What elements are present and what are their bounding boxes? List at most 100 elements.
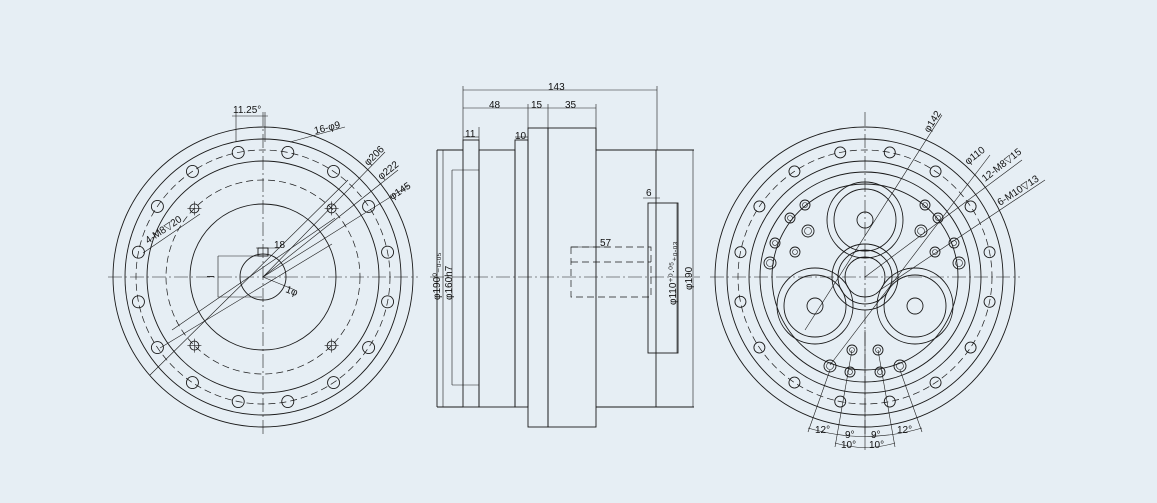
- planet-outer: [776, 267, 854, 345]
- bolt-hole: [150, 341, 164, 355]
- tapped-hole: [872, 344, 884, 356]
- bolt-hole-ring: [131, 145, 395, 409]
- label-od110: φ110⁺⁰·⁰⁵₊₀.₀₃: [668, 241, 679, 305]
- bolt-hole: [362, 199, 376, 213]
- tapped-hole: [844, 366, 856, 378]
- label-57: 57: [600, 238, 612, 249]
- bolt-hole: [983, 295, 996, 308]
- label-d222: φ222: [376, 159, 401, 182]
- bolt-hole: [327, 376, 341, 390]
- tapped-hole: [789, 246, 801, 258]
- tapped-holes: [187, 201, 339, 353]
- bolt-hole: [929, 165, 942, 178]
- label-6: 6: [646, 188, 652, 199]
- label-total-143: 143: [548, 82, 565, 93]
- tapped-hole-thread: [804, 227, 812, 235]
- tapped-hole: [893, 359, 907, 373]
- bolt-hole: [734, 246, 747, 259]
- bolt-hole: [983, 246, 996, 259]
- tapped-hole-thread: [951, 240, 957, 246]
- label-d206: φ206: [362, 144, 387, 168]
- tapped-hole-thread: [787, 215, 793, 221]
- tapped-hole-thread: [922, 202, 928, 208]
- label-35: 35: [565, 100, 577, 111]
- planet-inner: [883, 274, 947, 338]
- planet-bore: [856, 211, 874, 229]
- bolt-hole: [281, 395, 295, 409]
- tapped-hole-thread: [917, 227, 925, 235]
- label-6-m10: 6-M10▽13: [996, 173, 1042, 208]
- bolt-hole: [734, 295, 747, 308]
- bolt-hole: [753, 341, 766, 354]
- tapped-hole: [846, 344, 858, 356]
- label-9-deg-left: 9°: [845, 430, 855, 441]
- tapped-hole-thread: [766, 259, 774, 267]
- bolt-hole-ring-right: [734, 146, 996, 408]
- bolt-hole: [753, 200, 766, 213]
- tapped-hole-thread: [826, 362, 834, 370]
- label-12-deg-right: 12°: [897, 425, 912, 436]
- bolt-hole: [834, 395, 847, 408]
- label-10-deg-left: 10°: [841, 440, 856, 451]
- tapped-hole: [874, 366, 886, 378]
- tapped-hole-thread: [955, 259, 963, 267]
- bolt-hole: [231, 395, 245, 409]
- bolt-hole: [281, 145, 295, 159]
- tapped-hole-thread: [935, 215, 941, 221]
- sun-gear-outer: [831, 243, 899, 311]
- tapped-hole: [952, 256, 966, 270]
- tapped-hole: [784, 212, 796, 224]
- label-d142: φ142: [922, 109, 944, 135]
- bolt-hole: [327, 164, 341, 178]
- tapped-hole: [932, 212, 944, 224]
- side-section-view: [430, 86, 700, 428]
- sun-gear-inner: [837, 249, 893, 305]
- bolt-hole: [185, 376, 199, 390]
- label-16-holes: 16-φ9: [313, 120, 342, 137]
- tapped-hole-thread: [847, 369, 853, 375]
- label-angle-11-25: 11.25°: [233, 105, 261, 116]
- bolt-hole: [788, 376, 801, 389]
- label-od190: φ190: [684, 266, 695, 290]
- planet-outer: [826, 181, 904, 259]
- bolt-hole: [929, 376, 942, 389]
- bolt-hole: [231, 145, 245, 159]
- tapped-hole: [801, 224, 815, 238]
- right-rear-view: [710, 112, 1046, 450]
- tapped-hole: [769, 237, 781, 249]
- bolt-hole: [185, 164, 199, 178]
- label-9-deg-right: 9°: [871, 430, 881, 441]
- tapped-hole-thread: [875, 347, 881, 353]
- bolt-hole: [883, 395, 896, 408]
- tapped-hole-thread: [896, 362, 904, 370]
- bolt-hole: [883, 146, 896, 159]
- label-12-deg-left: 12°: [815, 425, 830, 436]
- bolt-hole: [381, 295, 395, 309]
- planet-inner: [833, 188, 897, 252]
- bolt-hole: [381, 245, 395, 259]
- label-d110: φ110: [963, 145, 988, 168]
- bolt-hole: [964, 200, 977, 213]
- tapped-hole-thread: [792, 249, 798, 255]
- label-10: 10: [515, 131, 527, 142]
- label-11: 11: [465, 129, 476, 140]
- tapped-hole-thread: [849, 347, 855, 353]
- tapped-hole: [948, 237, 960, 249]
- tapped-hole: [823, 359, 837, 373]
- planet-outer: [876, 267, 954, 345]
- bolt-hole: [964, 341, 977, 354]
- label-key-side: I: [206, 275, 217, 278]
- label-key-18: 18: [274, 240, 286, 251]
- tapped-hole-thread: [877, 369, 883, 375]
- tapped-hole: [919, 199, 931, 211]
- sun-gear-bore: [844, 256, 886, 298]
- label-10-deg-right: 10°: [869, 440, 884, 451]
- tapped-hole-thread: [802, 202, 808, 208]
- label-od190-tol: φ190⁰₋₀.₀₅: [432, 252, 443, 300]
- bolt-hole: [150, 199, 164, 213]
- bolt-hole: [362, 341, 376, 355]
- label-15: 15: [531, 100, 543, 111]
- planet-bore: [906, 297, 924, 315]
- bolt-hole: [834, 146, 847, 159]
